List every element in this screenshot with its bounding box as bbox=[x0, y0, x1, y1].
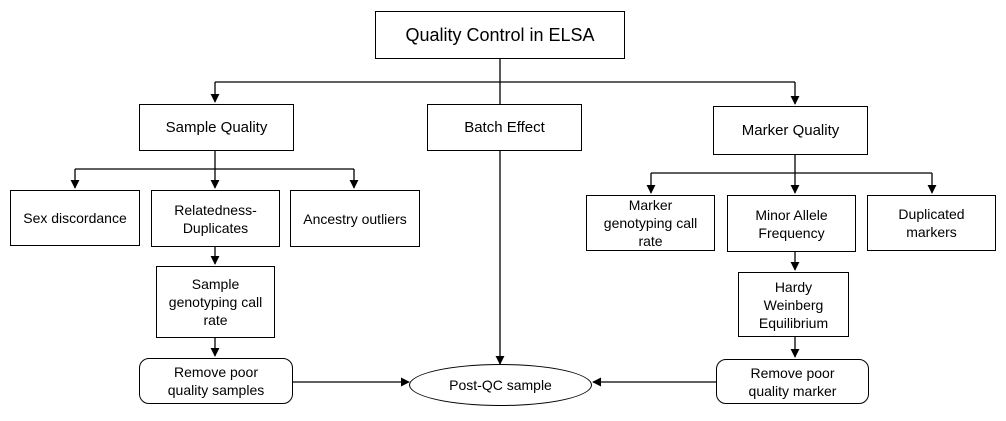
minor-allele-frequency-label: Minor Allele Frequency bbox=[755, 206, 828, 241]
remove-poor-samples-label: Remove poor quality samples bbox=[167, 364, 265, 398]
batch-effect-box: Batch Effect bbox=[427, 104, 582, 151]
minor-allele-frequency-box: Minor Allele Frequency bbox=[727, 195, 856, 252]
sample-quality-box: Sample Quality bbox=[139, 104, 294, 151]
marker-call-rate-label: Marker genotyping call rate bbox=[603, 197, 698, 249]
sample-call-rate-label: Sample genotyping call rate bbox=[168, 276, 263, 328]
batch-effect-label: Batch Effect bbox=[464, 118, 545, 136]
marker-call-rate-box: Marker genotyping call rate bbox=[586, 195, 715, 251]
post-qc-sample-ellipse: Post-QC sample bbox=[409, 364, 592, 406]
page-title: Quality Control in ELSA bbox=[405, 25, 595, 45]
post-qc-sample-label: Post-QC sample bbox=[449, 377, 552, 393]
title-box: Quality Control in ELSA bbox=[375, 11, 625, 59]
marker-quality-box: Marker Quality bbox=[713, 106, 868, 155]
remove-poor-samples-box: Remove poor quality samples bbox=[139, 358, 293, 404]
hardy-weinberg-box: Hardy Weinberg Equilibrium bbox=[738, 272, 849, 337]
sample-quality-label: Sample Quality bbox=[165, 118, 268, 136]
sample-call-rate-box: Sample genotyping call rate bbox=[156, 266, 275, 338]
remove-poor-marker-label: Remove poor quality marker bbox=[748, 364, 837, 399]
sex-discordance-label: Sex discordance bbox=[23, 210, 127, 226]
ancestry-outliers-box: Ancestry outliers bbox=[290, 190, 420, 247]
remove-poor-marker-box: Remove poor quality marker bbox=[716, 359, 869, 404]
duplicated-markers-label: Duplicated markers bbox=[898, 206, 965, 240]
relatedness-duplicates-label: Relatedness- Duplicates bbox=[174, 201, 257, 236]
ancestry-outliers-label: Ancestry outliers bbox=[303, 210, 407, 227]
duplicated-markers-box: Duplicated markers bbox=[867, 195, 996, 251]
hardy-weinberg-label: Hardy Weinberg Equilibrium bbox=[758, 278, 829, 331]
relatedness-duplicates-box: Relatedness- Duplicates bbox=[151, 190, 280, 247]
sex-discordance-box: Sex discordance bbox=[10, 190, 140, 246]
marker-quality-label: Marker Quality bbox=[741, 121, 840, 139]
